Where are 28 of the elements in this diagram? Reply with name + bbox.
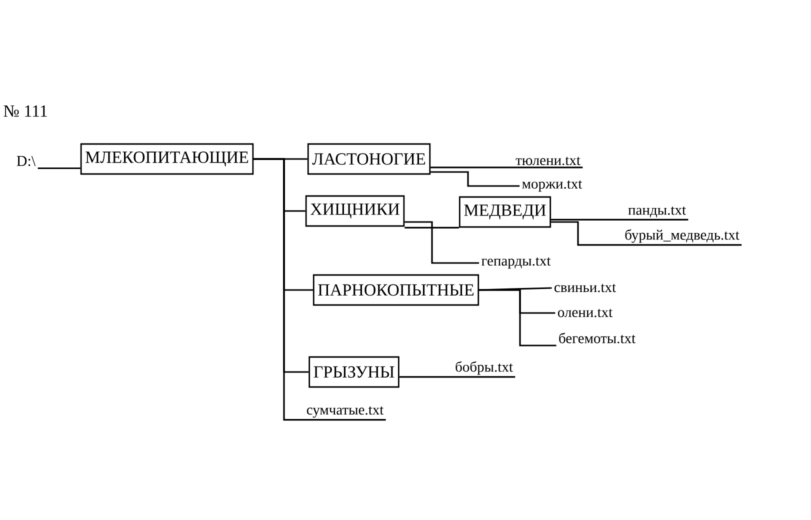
connector-line bbox=[551, 218, 688, 220]
file-name: панды.txt bbox=[628, 206, 686, 218]
folder-box: ЛАСТОНОГИЕ bbox=[307, 143, 431, 175]
connector-line bbox=[399, 376, 516, 378]
folder-box: ПАРНОКОПЫТНЫЕ bbox=[312, 274, 480, 306]
folder-box: ГРЫЗУНЫ bbox=[308, 356, 400, 388]
folder-box: ХИЩНИКИ bbox=[305, 195, 405, 227]
connector-line bbox=[404, 221, 480, 264]
exercise-number: № 111 bbox=[4, 105, 47, 117]
connector-line bbox=[430, 166, 583, 168]
connector-line bbox=[254, 158, 386, 421]
connector-line bbox=[404, 226, 459, 228]
connector-line bbox=[430, 171, 520, 187]
file-name: свиньи.txt bbox=[554, 284, 616, 292]
connector-line bbox=[479, 289, 556, 346]
file-name: тюлени.txt bbox=[516, 156, 580, 166]
file-name: сумчатые.txt bbox=[306, 406, 384, 418]
file-name: гепарды.txt bbox=[482, 257, 551, 269]
folder-box: МЛЕКОПИТАЮЩИЕ bbox=[80, 143, 254, 175]
connector-line bbox=[551, 221, 742, 246]
file-name: бегемоты.txt bbox=[559, 332, 636, 344]
file-name: бурый_медведь.txt bbox=[625, 229, 740, 243]
folder-box: МЕДВЕДИ bbox=[458, 196, 552, 228]
connector-line bbox=[38, 167, 80, 170]
file-name: олени.txt bbox=[558, 308, 613, 318]
drive-label: D:\ bbox=[16, 156, 36, 166]
file-name: бобры.txt bbox=[456, 361, 513, 375]
file-name: моржи.txt bbox=[522, 180, 582, 192]
